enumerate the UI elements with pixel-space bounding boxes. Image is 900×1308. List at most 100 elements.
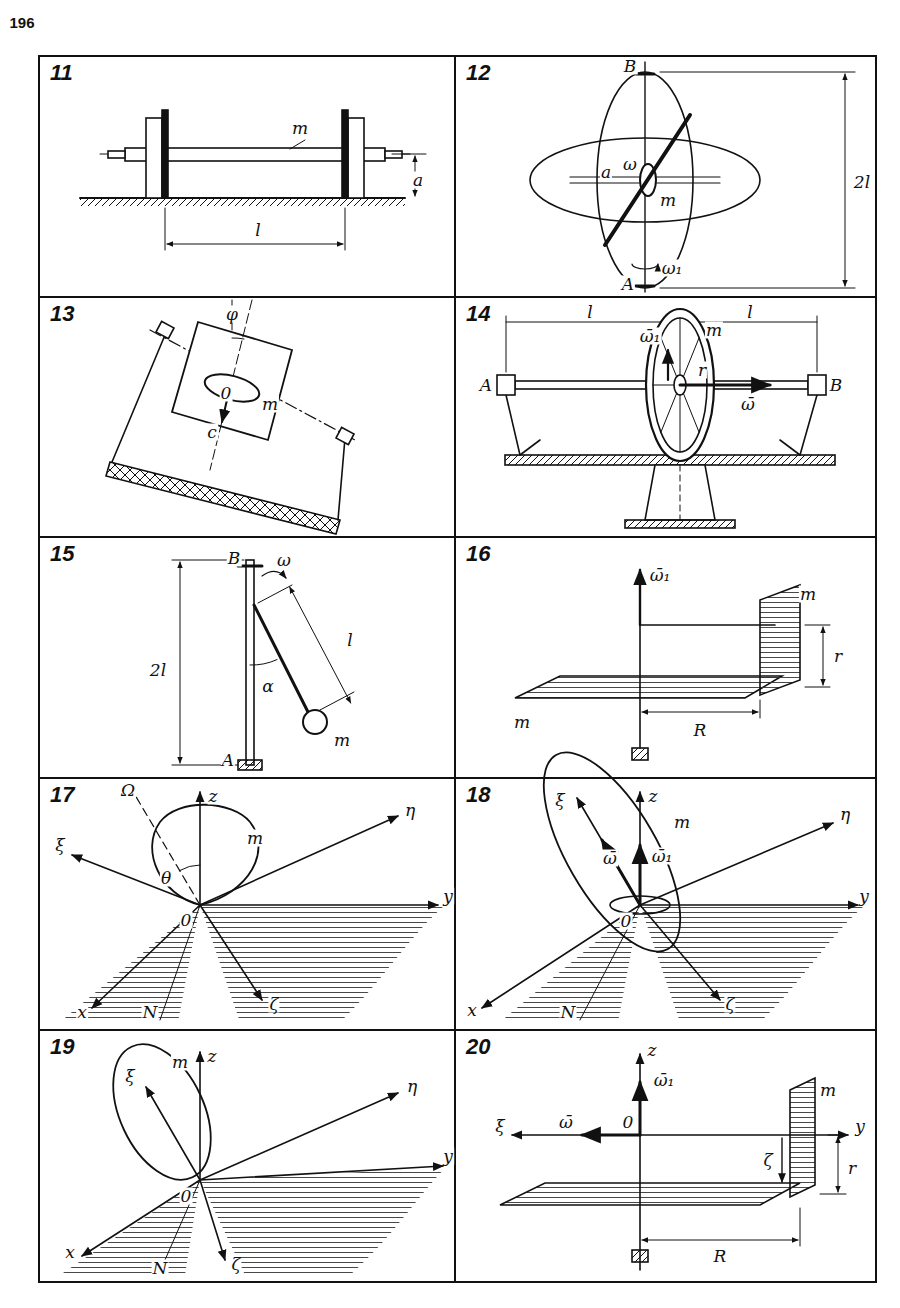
symbol-label: A — [221, 752, 235, 769]
figure-number: 18 — [466, 783, 490, 807]
symbol-label: ω̄ — [602, 850, 618, 867]
symbol-label: m — [799, 586, 817, 603]
figure-panel: 15 — [38, 536, 456, 779]
symbol-label: z — [208, 788, 219, 805]
figure-panel: 11 — [38, 55, 456, 298]
symbol-label: y — [442, 888, 454, 905]
figure-number: 16 — [466, 542, 490, 566]
symbol-label: 0 — [620, 913, 633, 930]
symbol-label: 2l — [149, 662, 167, 679]
symbol-label: θ — [160, 870, 172, 887]
figure-number: 13 — [50, 302, 74, 326]
symbol-label: η — [839, 806, 851, 823]
symbol-label: ω̄₁ — [639, 328, 662, 345]
symbol-label: ω — [276, 552, 292, 569]
symbol-label: ζ — [268, 996, 279, 1013]
symbol-label: l — [746, 304, 753, 321]
symbol-label: r — [833, 648, 843, 665]
figure-panel: 16 — [454, 536, 877, 779]
symbol-label: φ — [225, 306, 239, 323]
shaft-pendulum-figure — [172, 560, 354, 770]
symbol-label: 0 — [180, 912, 193, 929]
figure-number: 14 — [466, 302, 490, 326]
symbol-label: ξ — [54, 837, 65, 854]
symbol-label: m — [261, 396, 279, 413]
symbol-label: ω — [622, 156, 638, 173]
figure-number: 17 — [50, 783, 74, 807]
rotating-disk-figure — [530, 62, 855, 292]
symbol-label: r — [697, 362, 707, 379]
two-plates-figure — [515, 570, 830, 760]
symbol-label: ξ — [494, 1118, 505, 1135]
figure-panel: 18 — [454, 777, 877, 1031]
symbol-label: r — [847, 1160, 857, 1177]
symbol-label: l — [586, 304, 593, 321]
symbol-label: N — [142, 1004, 159, 1021]
symbol-label: a — [600, 164, 612, 181]
symbol-label: ζ — [724, 996, 735, 1013]
symbol-label: ω̄₁ — [649, 567, 672, 584]
symbol-label: ζ — [762, 1152, 773, 1169]
symbol-label: z — [647, 1042, 658, 1059]
leaning-body-figure — [60, 1029, 445, 1275]
symbol-label: ξ — [554, 792, 565, 809]
symbol-label: a — [412, 172, 424, 189]
spinning-body-figure — [482, 733, 865, 1022]
symbol-label: x — [64, 1244, 76, 1261]
symbol-label: m — [659, 192, 677, 209]
symbol-label: y — [854, 1118, 866, 1135]
symbol-label: ω̄₁ — [653, 1072, 676, 1089]
figure-number: 19 — [50, 1035, 74, 1059]
symbol-label: ω̄₁ — [651, 848, 674, 865]
symbol-label: m — [513, 714, 531, 731]
symbol-label: B — [829, 377, 844, 394]
symbol-label: ω̄ — [558, 1114, 574, 1131]
symbol-label: m — [673, 814, 691, 831]
symbol-label: ξ — [124, 1068, 135, 1085]
symbol-label: N — [560, 1004, 577, 1021]
symbol-label: m — [819, 1082, 837, 1099]
symbol-label: ζ — [230, 1256, 241, 1273]
symbol-label: R — [713, 1248, 728, 1265]
symbol-label: m — [291, 120, 309, 137]
symbol-label: 2l — [853, 174, 871, 191]
tilted-frame-figure — [106, 300, 355, 534]
figure-number: 11 — [50, 61, 73, 85]
wheel-on-platform-figure — [497, 309, 835, 528]
body-axes-figure — [60, 792, 445, 1022]
symbol-label: m — [333, 732, 351, 749]
symbol-label: Ω — [120, 782, 136, 799]
figure-panel: 14 — [454, 296, 877, 538]
symbol-label: z — [207, 1048, 218, 1065]
figure-panel: 17 — [38, 777, 456, 1031]
symbol-label: x — [76, 1004, 88, 1021]
symbol-label: R — [693, 722, 708, 739]
figure-panel: 20 — [454, 1029, 877, 1283]
symbol-label: N — [152, 1260, 169, 1277]
symbol-label: 0 — [622, 1114, 635, 1131]
symbol-label: m — [246, 830, 264, 847]
symbol-label: x — [466, 1002, 478, 1019]
symbol-label: m — [171, 1054, 189, 1071]
symbol-label: η — [406, 1078, 418, 1095]
figure-panel: 19 — [38, 1029, 456, 1283]
symbol-label: l — [346, 632, 353, 649]
symbol-label: ω₁ — [661, 260, 684, 277]
figure-panel: 12 — [454, 55, 877, 298]
symbol-label: A — [621, 276, 635, 293]
plates-axes-figure — [500, 1054, 848, 1270]
symbol-label: B — [623, 58, 638, 75]
symbol-label: y — [442, 1148, 454, 1165]
figure-number: 20 — [466, 1035, 490, 1059]
symbol-label: 0 — [220, 385, 233, 402]
symbol-label: A — [479, 377, 493, 394]
figure-number: 15 — [50, 542, 74, 566]
symbol-label: l — [254, 222, 261, 239]
symbol-label: ω̄ — [740, 396, 756, 413]
symbol-label: η — [404, 802, 416, 819]
symbol-label: z — [648, 788, 659, 805]
symbol-label: c — [206, 424, 218, 441]
